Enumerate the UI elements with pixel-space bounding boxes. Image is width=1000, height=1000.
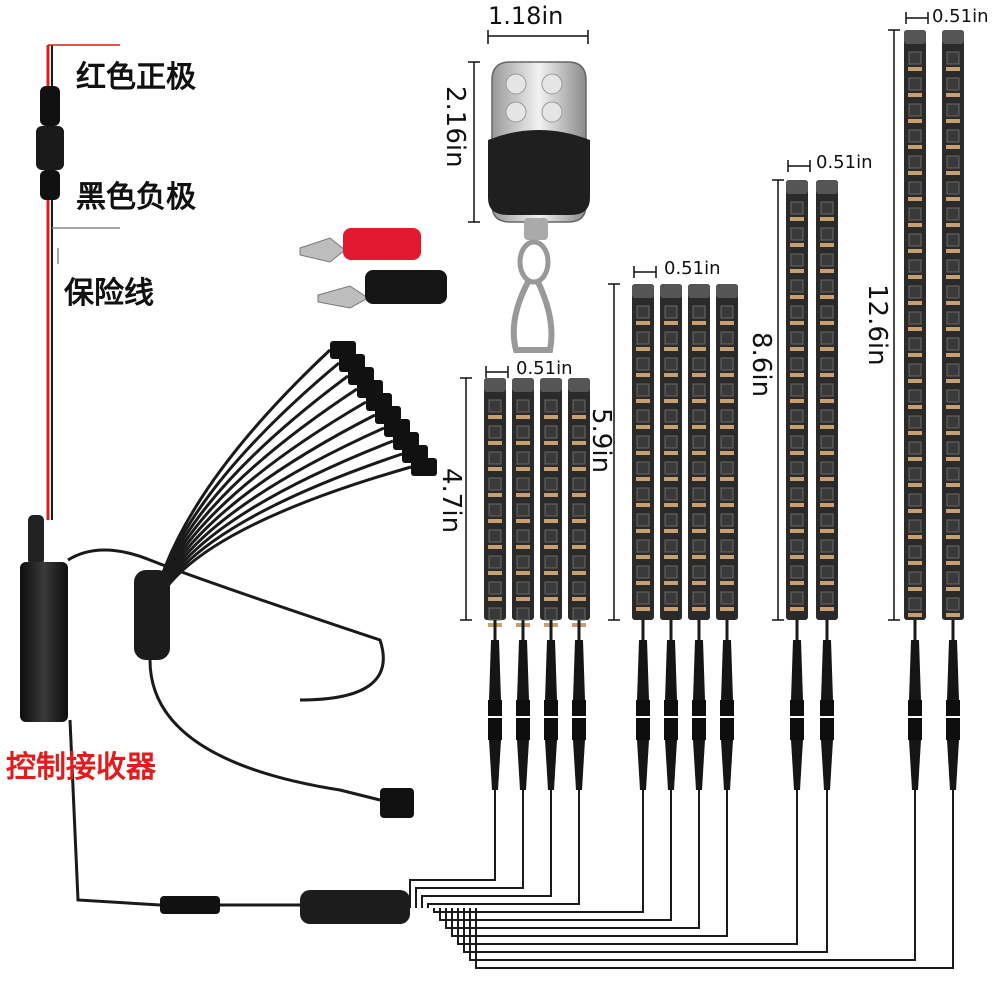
label-red-positive: 红色正极 <box>76 60 196 95</box>
led-strip-short-3 <box>540 378 562 790</box>
dim-strip-width-a: 0.51in <box>516 358 573 379</box>
distribution-bus <box>160 790 954 969</box>
led-strip-mid-4 <box>716 284 738 790</box>
dim-remote-width: 1.18in <box>488 2 564 30</box>
dim-len-d: 12.6in <box>862 284 892 366</box>
led-strip-xlong-1 <box>904 30 926 790</box>
receiver-module <box>20 515 385 907</box>
led-strip-short-4 <box>568 378 590 790</box>
dimension-guides <box>460 12 929 621</box>
spade-terminal-black <box>317 270 447 309</box>
spade-terminal-red <box>299 228 421 263</box>
dim-strip-width-c: 0.51in <box>816 152 873 173</box>
dim-strip-width-d: 0.51in <box>932 6 989 27</box>
dim-remote-height: 2.16in <box>440 86 470 168</box>
dim-strip-width-b: 0.51in <box>664 258 721 279</box>
dim-len-b: 5.9in <box>586 408 616 474</box>
led-strips <box>484 30 964 790</box>
led-strip-mid-1 <box>632 284 654 790</box>
remote-control <box>488 61 590 353</box>
dim-len-c: 8.6in <box>746 332 776 398</box>
label-black-negative: 黑色负极 <box>76 180 196 215</box>
led-strip-mid-3 <box>688 284 710 790</box>
dim-len-a: 4.7in <box>436 468 466 534</box>
led-strip-mid-2 <box>660 284 682 790</box>
led-strip-long-1 <box>786 180 808 790</box>
splitter-harness <box>134 341 437 818</box>
label-receiver: 控制接收器 <box>6 750 156 785</box>
led-strip-long-2 <box>816 180 838 790</box>
inline-fuse-holder <box>36 86 64 200</box>
led-strip-short-2 <box>512 378 534 790</box>
led-strip-xlong-2 <box>942 30 964 790</box>
led-strip-short-1 <box>484 378 506 790</box>
label-fuse-wire: 保险线 <box>64 276 154 311</box>
